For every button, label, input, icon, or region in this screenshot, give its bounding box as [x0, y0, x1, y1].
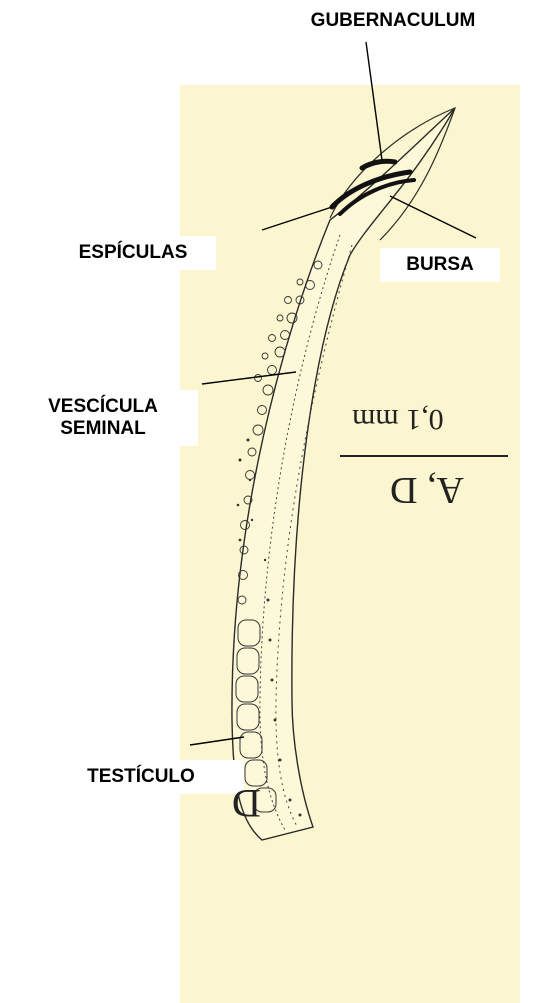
scale-panel-text: A, D [390, 468, 464, 512]
label-bursa: BURSA [380, 248, 500, 282]
label-vesicula-line2: SEMINAL [8, 418, 198, 440]
label-testiculo: TESTÍCULO [38, 760, 244, 794]
label-gubernaculum: GUBERNACULUM [272, 6, 514, 36]
scale-length-text: 0,1 mm [352, 402, 444, 436]
label-espiculas: ESPÍCULAS [50, 236, 216, 270]
label-vesicula-seminal: VESCÍCULA SEMINAL [8, 390, 198, 446]
label-vesicula-line1: VESCÍCULA [8, 396, 198, 418]
panel-letter: D [232, 780, 261, 827]
